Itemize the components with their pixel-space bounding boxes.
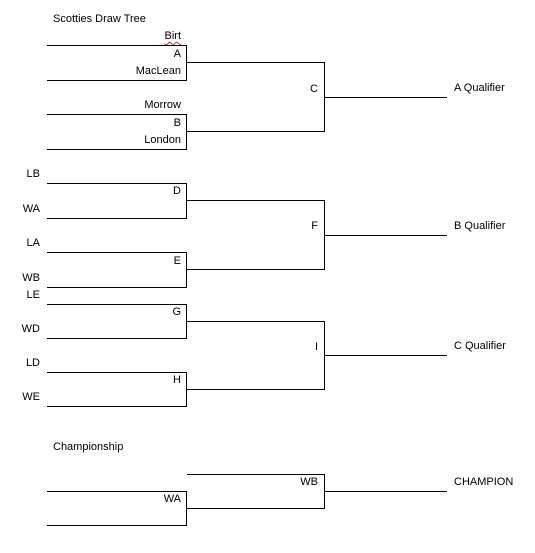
game-label-g: G <box>172 306 181 318</box>
game-label-a: A <box>173 48 181 60</box>
entry-le: LE <box>26 289 40 301</box>
champion-label: CHAMPION <box>454 476 514 488</box>
game-label-i: I <box>314 341 318 353</box>
entry-birt-text: Birt <box>164 30 182 42</box>
entry-maclean: MacLean <box>135 65 181 77</box>
draw-title: Scotties Draw Tree <box>53 13 146 25</box>
entry-wd: WD <box>21 323 40 335</box>
game-label-c: C <box>310 83 318 95</box>
qualifier-a: A Qualifier <box>454 82 505 94</box>
entry-lb: LB <box>26 168 40 180</box>
final-top-team: WB <box>300 476 318 488</box>
entry-wa: WA <box>22 203 40 215</box>
entry-ld: LD <box>25 357 40 369</box>
qualifier-c: C Qualifier <box>454 340 506 352</box>
final-bottom-team: WA <box>163 493 181 505</box>
entry-we: WE <box>22 391 40 403</box>
game-label-e: E <box>173 255 181 267</box>
game-label-h: H <box>173 374 181 386</box>
entry-wb: WB <box>22 272 40 284</box>
entry-la: LA <box>26 237 40 249</box>
game-label-b: B <box>173 117 181 129</box>
game-label-d: D <box>173 185 181 197</box>
entry-morrow: Morrow <box>144 99 181 111</box>
game-label-f: F <box>311 220 318 232</box>
entry-birt: Birt <box>120 30 182 43</box>
entry-london: London <box>144 134 181 146</box>
qualifier-b: B Qualifier <box>454 220 506 232</box>
championship-label: Championship <box>53 441 124 453</box>
